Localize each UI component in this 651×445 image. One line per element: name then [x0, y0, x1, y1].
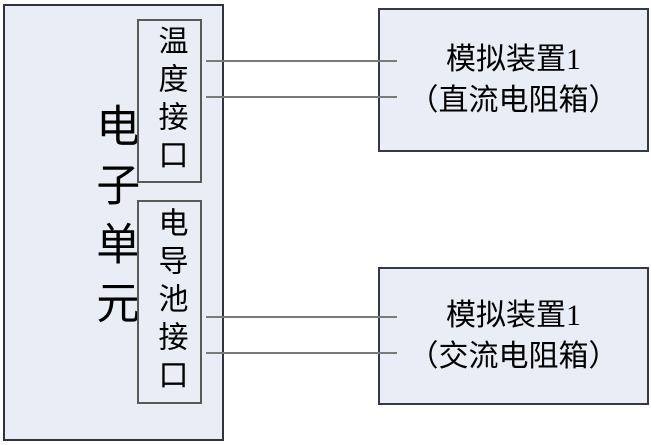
- temperature-interface-box: 温度接口: [137, 19, 202, 183]
- connector-line-temperature-2: [206, 96, 397, 98]
- simulation-device-ac-box: 模拟装置1 （交流电阻箱）: [378, 267, 649, 405]
- connector-line-conductivity-1: [206, 316, 397, 318]
- conductivity-cell-interface-box: 电导池接口: [137, 200, 202, 404]
- conductivity-cell-interface-label: 电导池接口: [153, 207, 187, 397]
- electronic-unit-box: 电子单元 温度接口 电导池接口: [3, 4, 224, 441]
- simulation-device-dc-subtitle: （直流电阻箱）: [408, 84, 619, 117]
- simulation-device-ac-title: 模拟装置1: [446, 299, 581, 332]
- simulation-device-ac-subtitle: （交流电阻箱）: [408, 340, 619, 373]
- simulation-device-dc-box: 模拟装置1 （直流电阻箱）: [378, 8, 649, 152]
- connector-line-conductivity-2: [206, 352, 397, 354]
- connector-line-temperature-1: [206, 60, 397, 62]
- simulation-device-dc-title: 模拟装置1: [446, 43, 581, 76]
- temperature-interface-label: 温度接口: [153, 25, 187, 177]
- electronic-unit-label: 电子单元: [89, 103, 139, 339]
